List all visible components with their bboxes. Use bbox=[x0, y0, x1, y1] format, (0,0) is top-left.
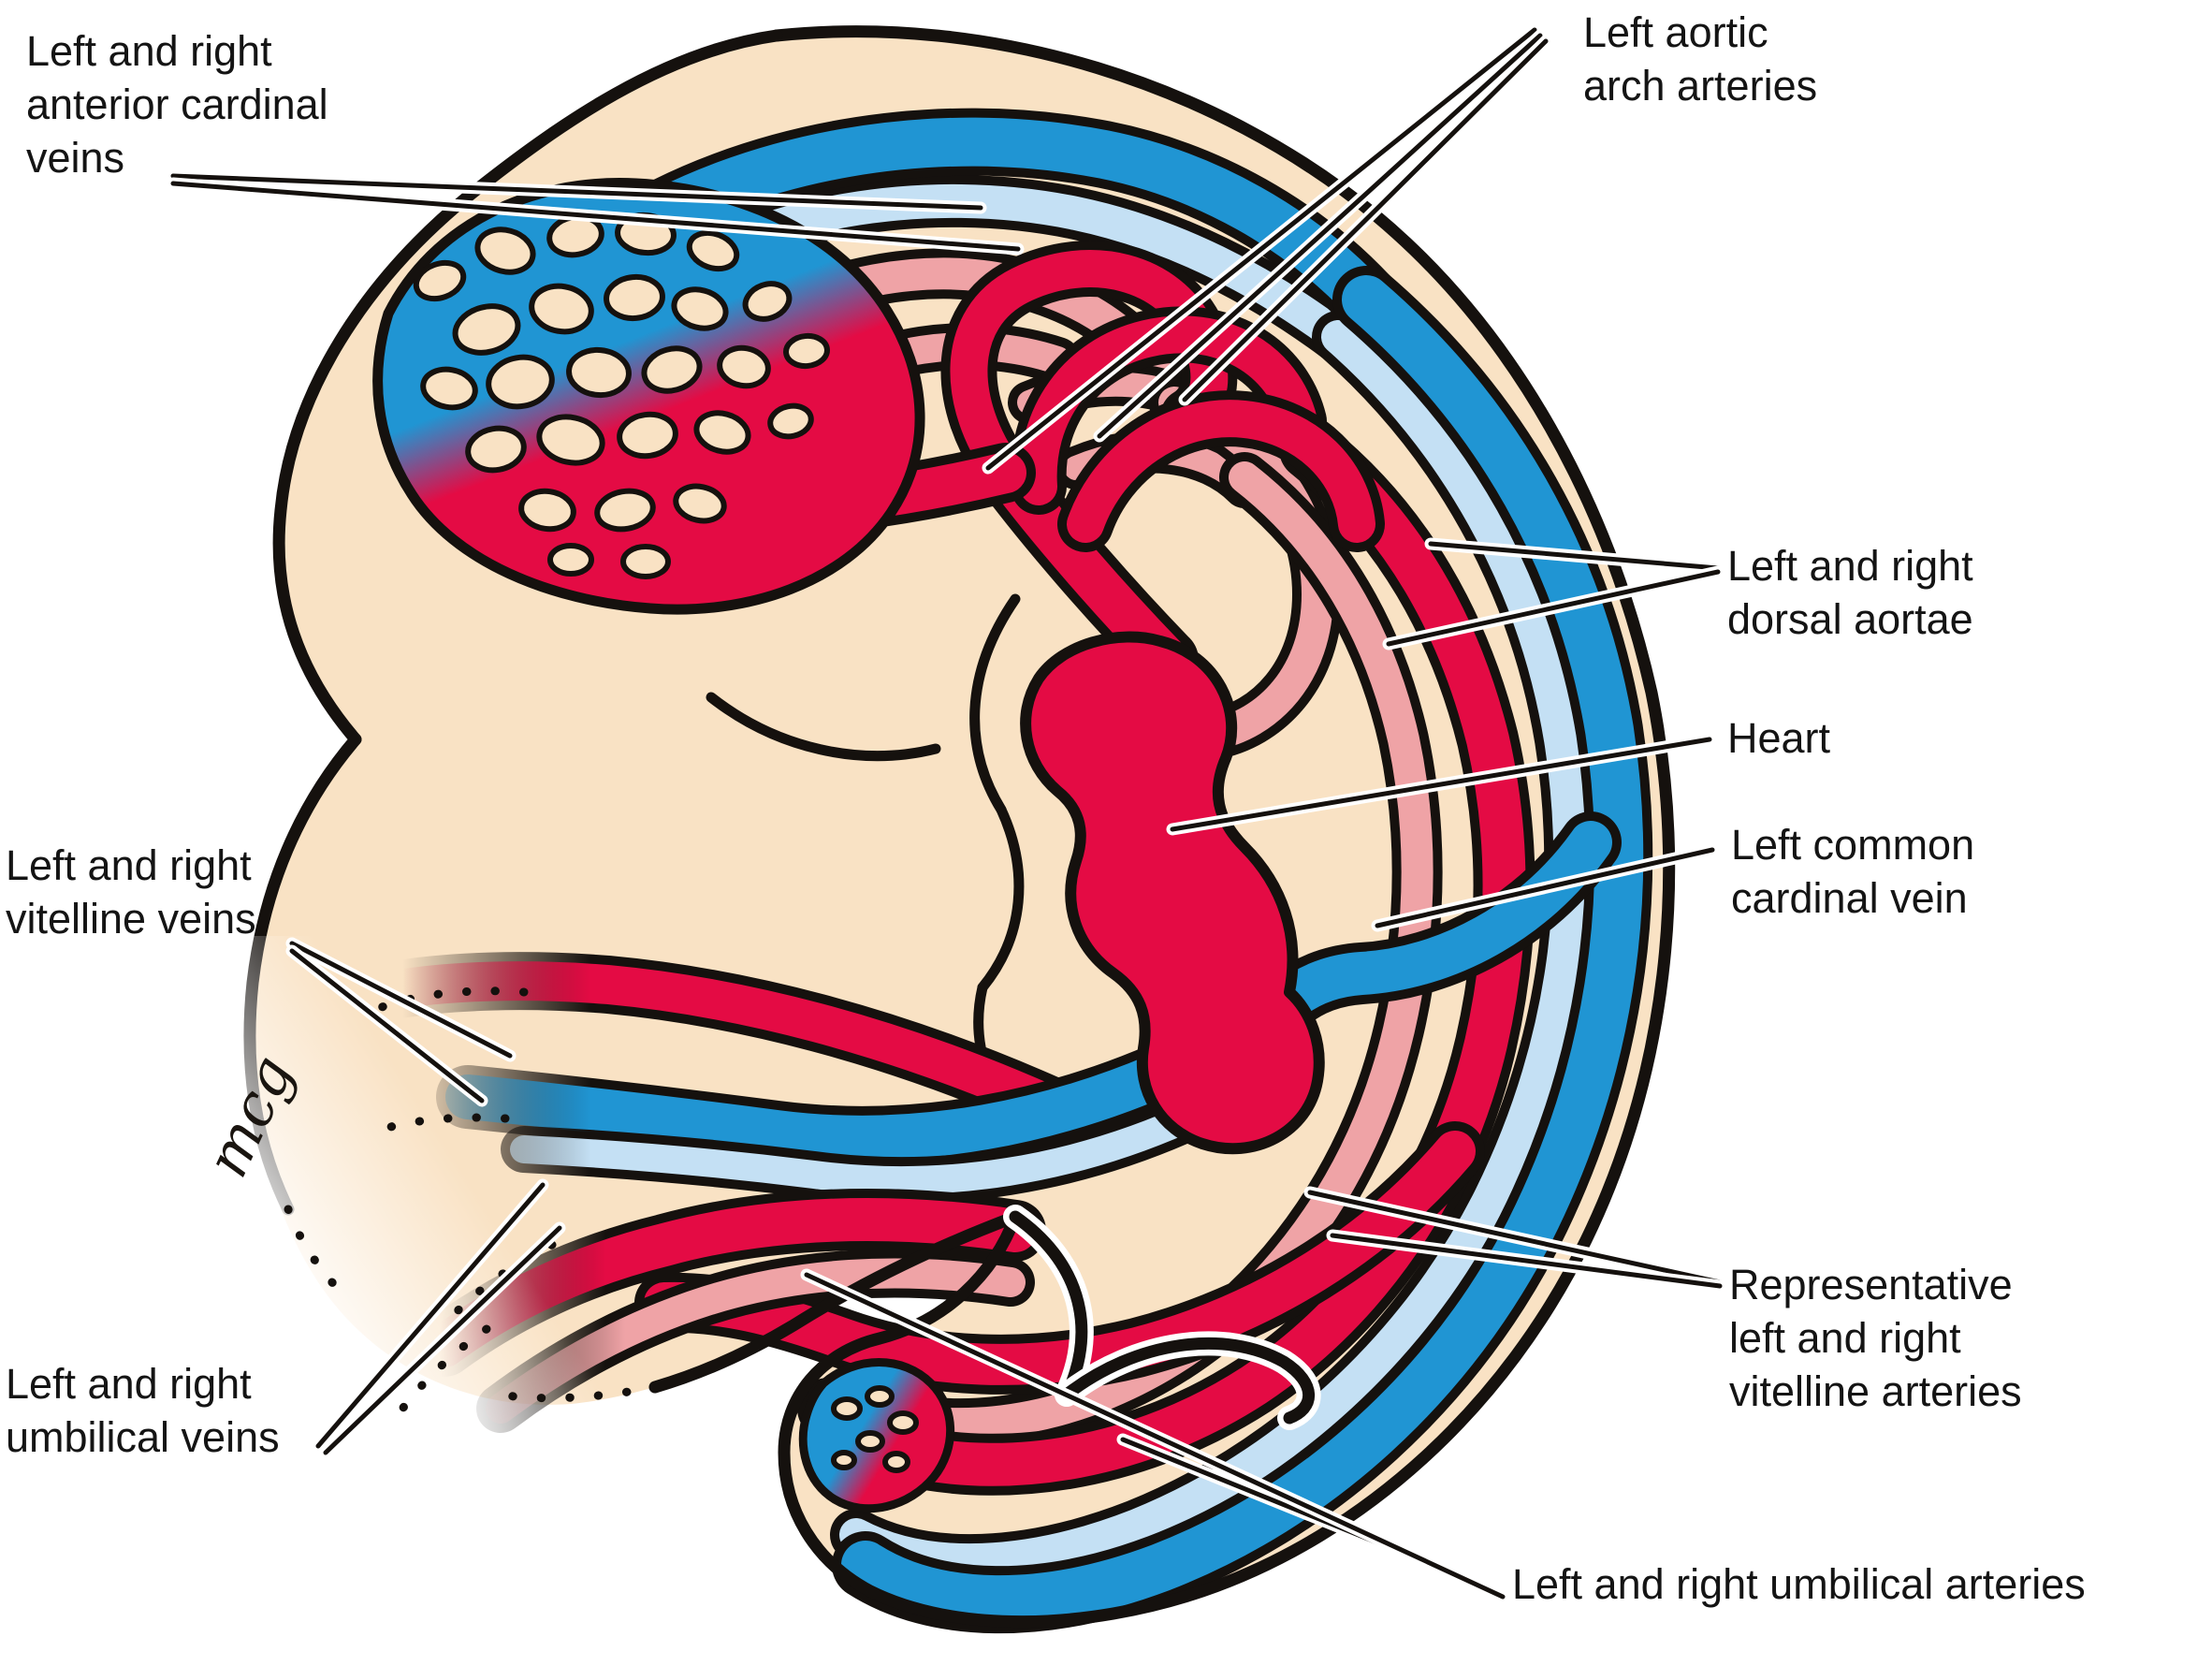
leader-aortic-arch-arteries bbox=[982, 23, 1552, 475]
aortic-arch-3 bbox=[1067, 400, 1375, 543]
plexus-holes bbox=[413, 212, 830, 579]
leader-heart bbox=[1166, 733, 1716, 836]
tail-capillary-plexus bbox=[798, 1358, 955, 1513]
label-heart: Heart bbox=[1727, 714, 1831, 762]
label-common-cardinal-vein: Left common cardinal vein bbox=[1731, 821, 1975, 923]
light-blue-vein-trunk bbox=[839, 320, 1588, 1578]
label-vitelline-arteries: Representative left and right vitelline … bbox=[1729, 1261, 2022, 1416]
leader-umbilical-arteries bbox=[800, 1268, 1509, 1603]
leader-vitelline-arteries bbox=[1303, 1186, 1726, 1293]
head-capillary-plexus bbox=[372, 178, 925, 615]
leader-umbilical-veins bbox=[312, 1178, 566, 1459]
leader-common-cardinal-vein bbox=[1371, 843, 1719, 932]
label-aortic-arch-arteries: Left aortic arch arteries bbox=[1583, 8, 1818, 110]
fade-overlay bbox=[131, 936, 823, 1610]
leader-lines bbox=[167, 23, 1726, 1603]
label-anterior-cardinal-veins: Left and right anterior cardinal veins bbox=[26, 27, 328, 183]
leader-vitelline-veins bbox=[285, 937, 517, 1107]
heart-shape bbox=[1020, 631, 1325, 1155]
label-umbilical-veins: Left and right umbilical veins bbox=[6, 1360, 280, 1462]
label-vitelline-veins: Left and right vitelline veins bbox=[6, 841, 256, 943]
leader-anterior-cardinal-veins bbox=[167, 169, 1025, 256]
fade-dotted-edges bbox=[284, 986, 660, 1420]
label-dorsal-aortae: Left and right dorsal aortae bbox=[1727, 542, 1973, 644]
label-umbilical-arteries: Left and right umbilical arteries bbox=[1512, 1560, 2086, 1608]
leader-dorsal-aortae bbox=[1382, 537, 1724, 650]
